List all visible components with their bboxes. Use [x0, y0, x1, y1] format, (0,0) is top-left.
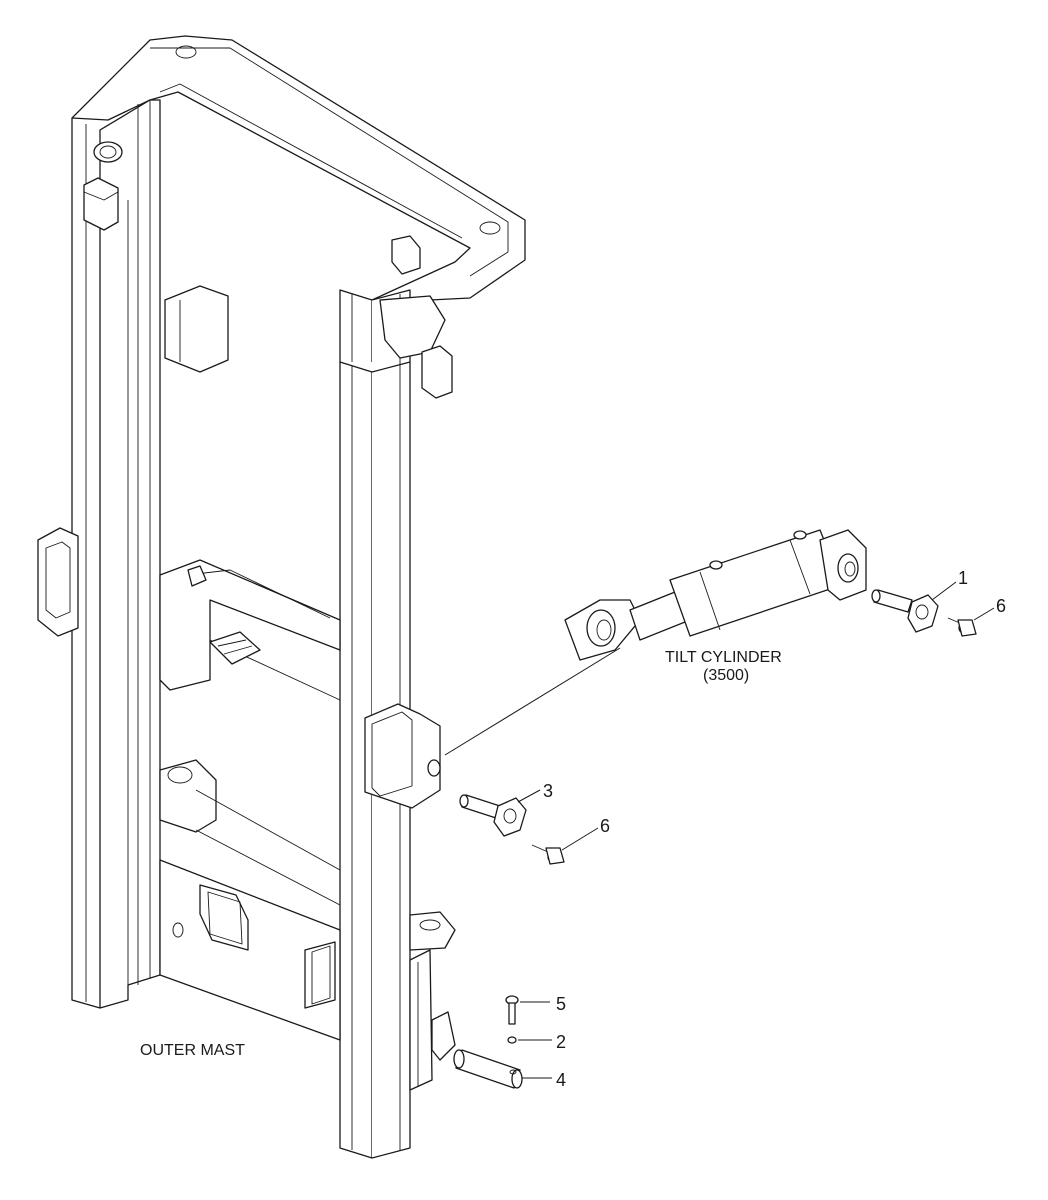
- bolt-5: [505, 995, 519, 1025]
- pin-3: [459, 794, 527, 837]
- callout-5: 5: [556, 994, 566, 1014]
- cylinder-link-line: [444, 647, 621, 756]
- outer-mast: [37, 35, 526, 1159]
- callout-6-top: 6: [996, 596, 1006, 616]
- callout-1: 1: [958, 568, 968, 588]
- bolt-6-top: [947, 617, 977, 637]
- callout-2: 2: [556, 1032, 566, 1052]
- tilt-cylinder: [564, 529, 867, 661]
- callout-4: 4: [556, 1070, 566, 1090]
- tilt-cylinder-label: TILT CYLINDER: [665, 649, 782, 666]
- tilt-cylinder-ref-label: (3500): [703, 667, 749, 684]
- leader-6-top: [973, 607, 995, 621]
- leader-3: [517, 789, 541, 803]
- leader-1: [931, 581, 957, 601]
- pin-4: [453, 1049, 523, 1089]
- outer-mast-label: OUTER MAST: [140, 1042, 245, 1059]
- leader-6-mid: [561, 827, 599, 851]
- callout-3: 3: [543, 781, 553, 801]
- washer-2: [507, 1036, 517, 1044]
- pin-1: [871, 589, 939, 633]
- bolt-6-mid: [531, 844, 565, 865]
- callout-6-mid: 6: [600, 816, 610, 836]
